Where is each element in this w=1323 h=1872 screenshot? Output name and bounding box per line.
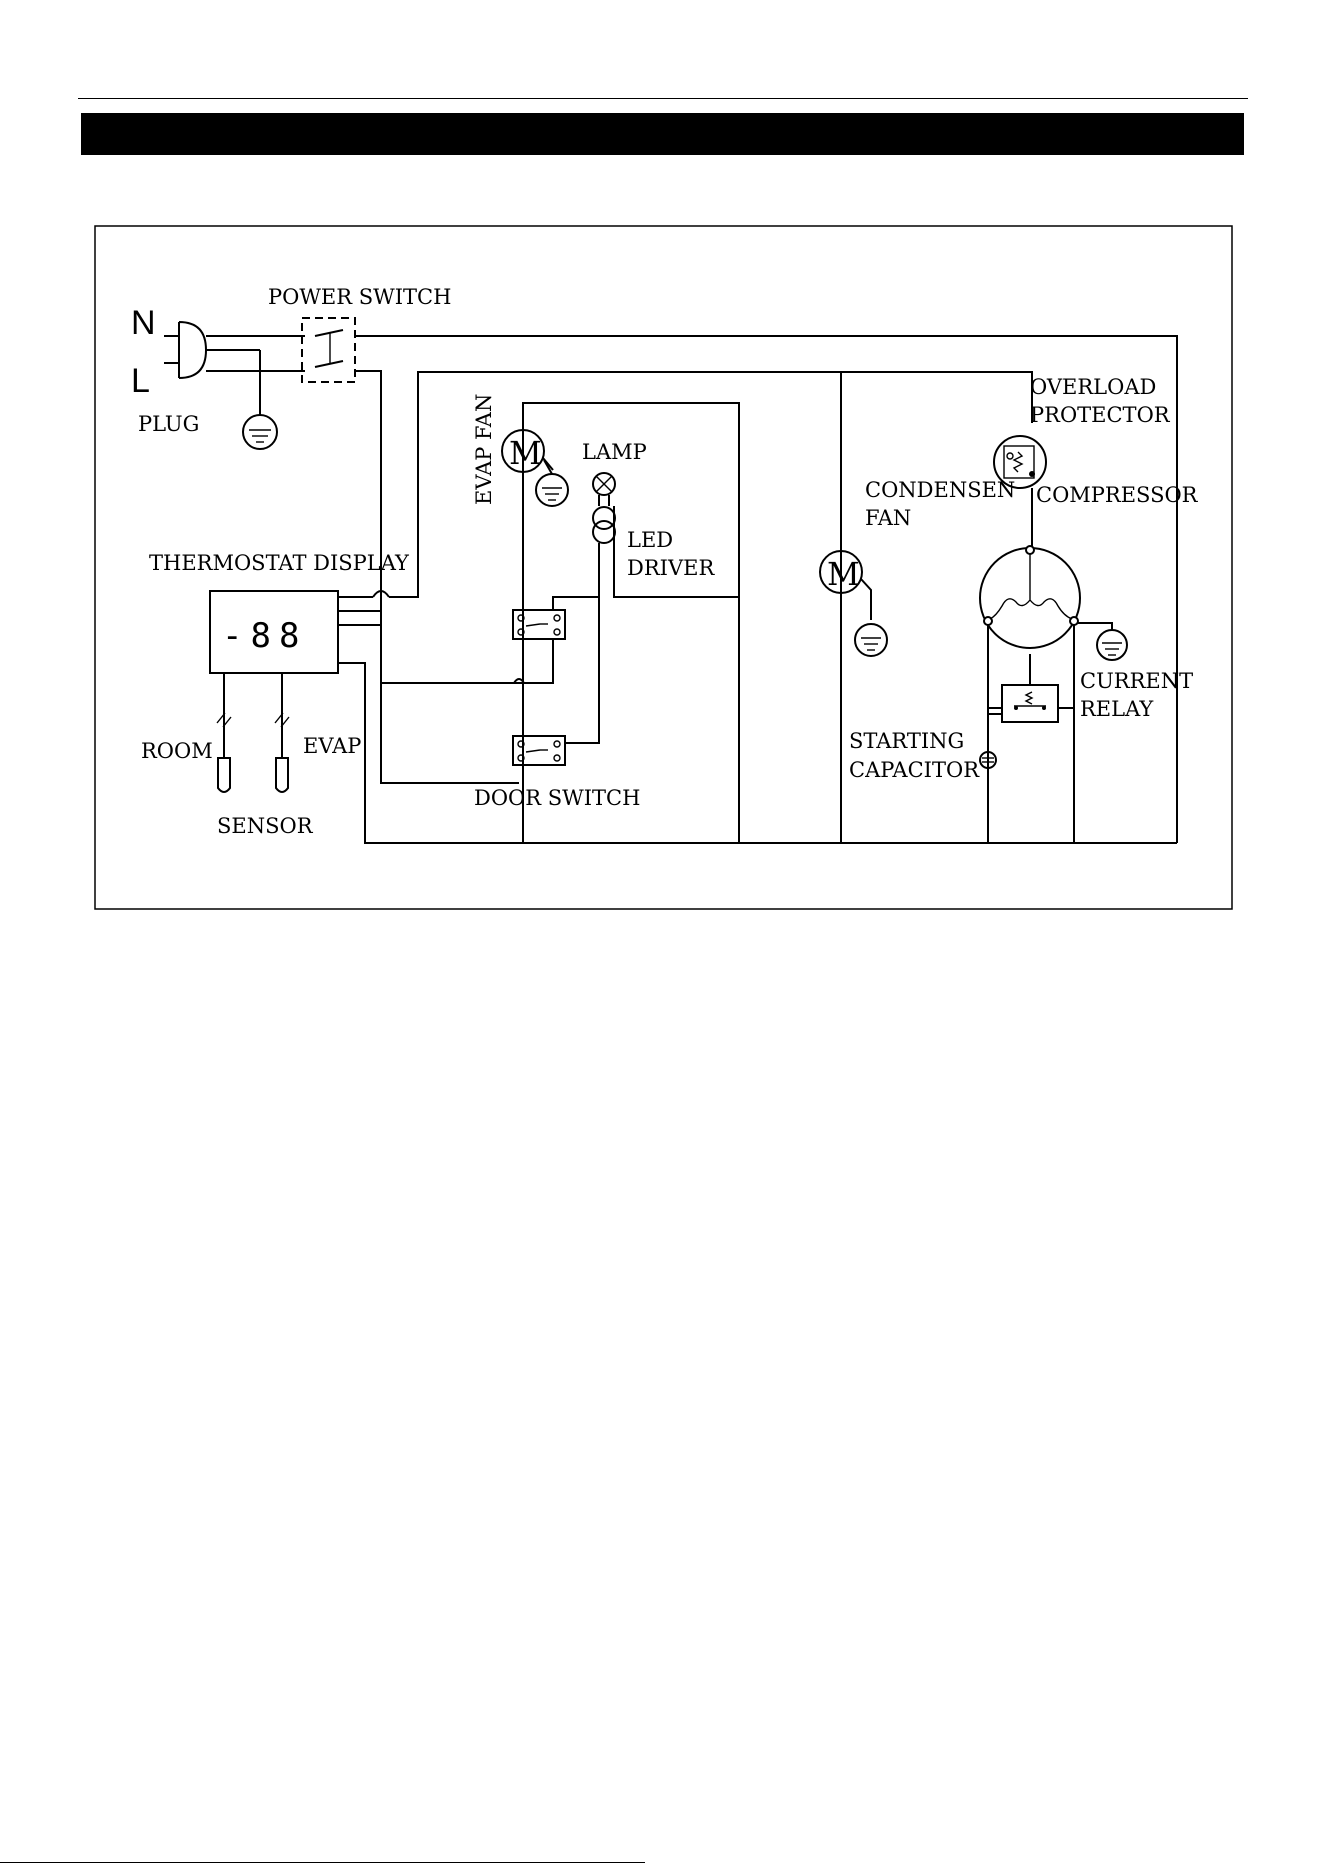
starting-capacitor-icon xyxy=(980,714,1002,768)
label-starting-capacitor-1: STARTING xyxy=(849,729,964,753)
label-evap-fan: EVAP FAN xyxy=(472,394,496,505)
condenser-fan-ground-icon xyxy=(855,579,887,656)
compressor-icon xyxy=(980,546,1080,648)
power-switch-symbol[interactable] xyxy=(302,318,355,382)
label-plug: PLUG xyxy=(138,412,199,436)
label-condensen-fan-1: CONDENSEN xyxy=(865,478,1015,502)
label-power-switch: POWER SWITCH xyxy=(268,285,451,309)
svg-text:M: M xyxy=(509,434,542,472)
label-condensen-fan-2: FAN xyxy=(865,506,911,530)
condenser-fan-motor-icon: M xyxy=(820,551,862,593)
label-current-relay-1: CURRENT xyxy=(1080,669,1193,693)
label-l: L xyxy=(131,362,150,400)
lamp-icon xyxy=(593,473,615,495)
room-sensor xyxy=(217,673,231,792)
label-sensor: SENSOR xyxy=(217,814,314,838)
current-relay-icon xyxy=(1002,685,1058,722)
door-switch-upper-icon[interactable] xyxy=(513,610,565,639)
label-compressor: COMPRESSOR xyxy=(1036,483,1199,507)
compressor-ground-icon xyxy=(1078,623,1127,660)
label-room: ROOM xyxy=(141,739,213,763)
label-overload-protector-1: OVERLOAD xyxy=(1030,375,1156,399)
label-overload-protector-2: PROTECTOR xyxy=(1030,403,1171,427)
label-lamp: LAMP xyxy=(582,440,647,464)
label-led-driver-2: DRIVER xyxy=(627,556,715,580)
plug-ground-icon xyxy=(243,350,277,449)
led-driver-icon xyxy=(593,507,615,543)
overload-protector-icon xyxy=(994,436,1046,488)
label-current-relay-2: RELAY xyxy=(1080,697,1154,721)
evap-sensor xyxy=(275,673,289,792)
label-evap-sensor: EVAP xyxy=(303,734,361,758)
door-switch-lower-icon[interactable] xyxy=(513,736,565,765)
label-thermostat-display: THERMOSTAT DISPLAY xyxy=(149,551,410,575)
thermostat-display-readout: -88 xyxy=(222,616,307,656)
label-led-driver-1: LED xyxy=(627,528,673,552)
label-door-switch: DOOR SWITCH xyxy=(474,786,640,810)
footer-rule xyxy=(0,1862,645,1863)
evap-fan-motor-icon: M xyxy=(502,430,553,843)
svg-text:M: M xyxy=(827,555,860,593)
plug-symbol xyxy=(164,322,260,378)
label-n: N xyxy=(131,304,156,342)
label-starting-capacitor-2: CAPACITOR xyxy=(849,758,980,782)
